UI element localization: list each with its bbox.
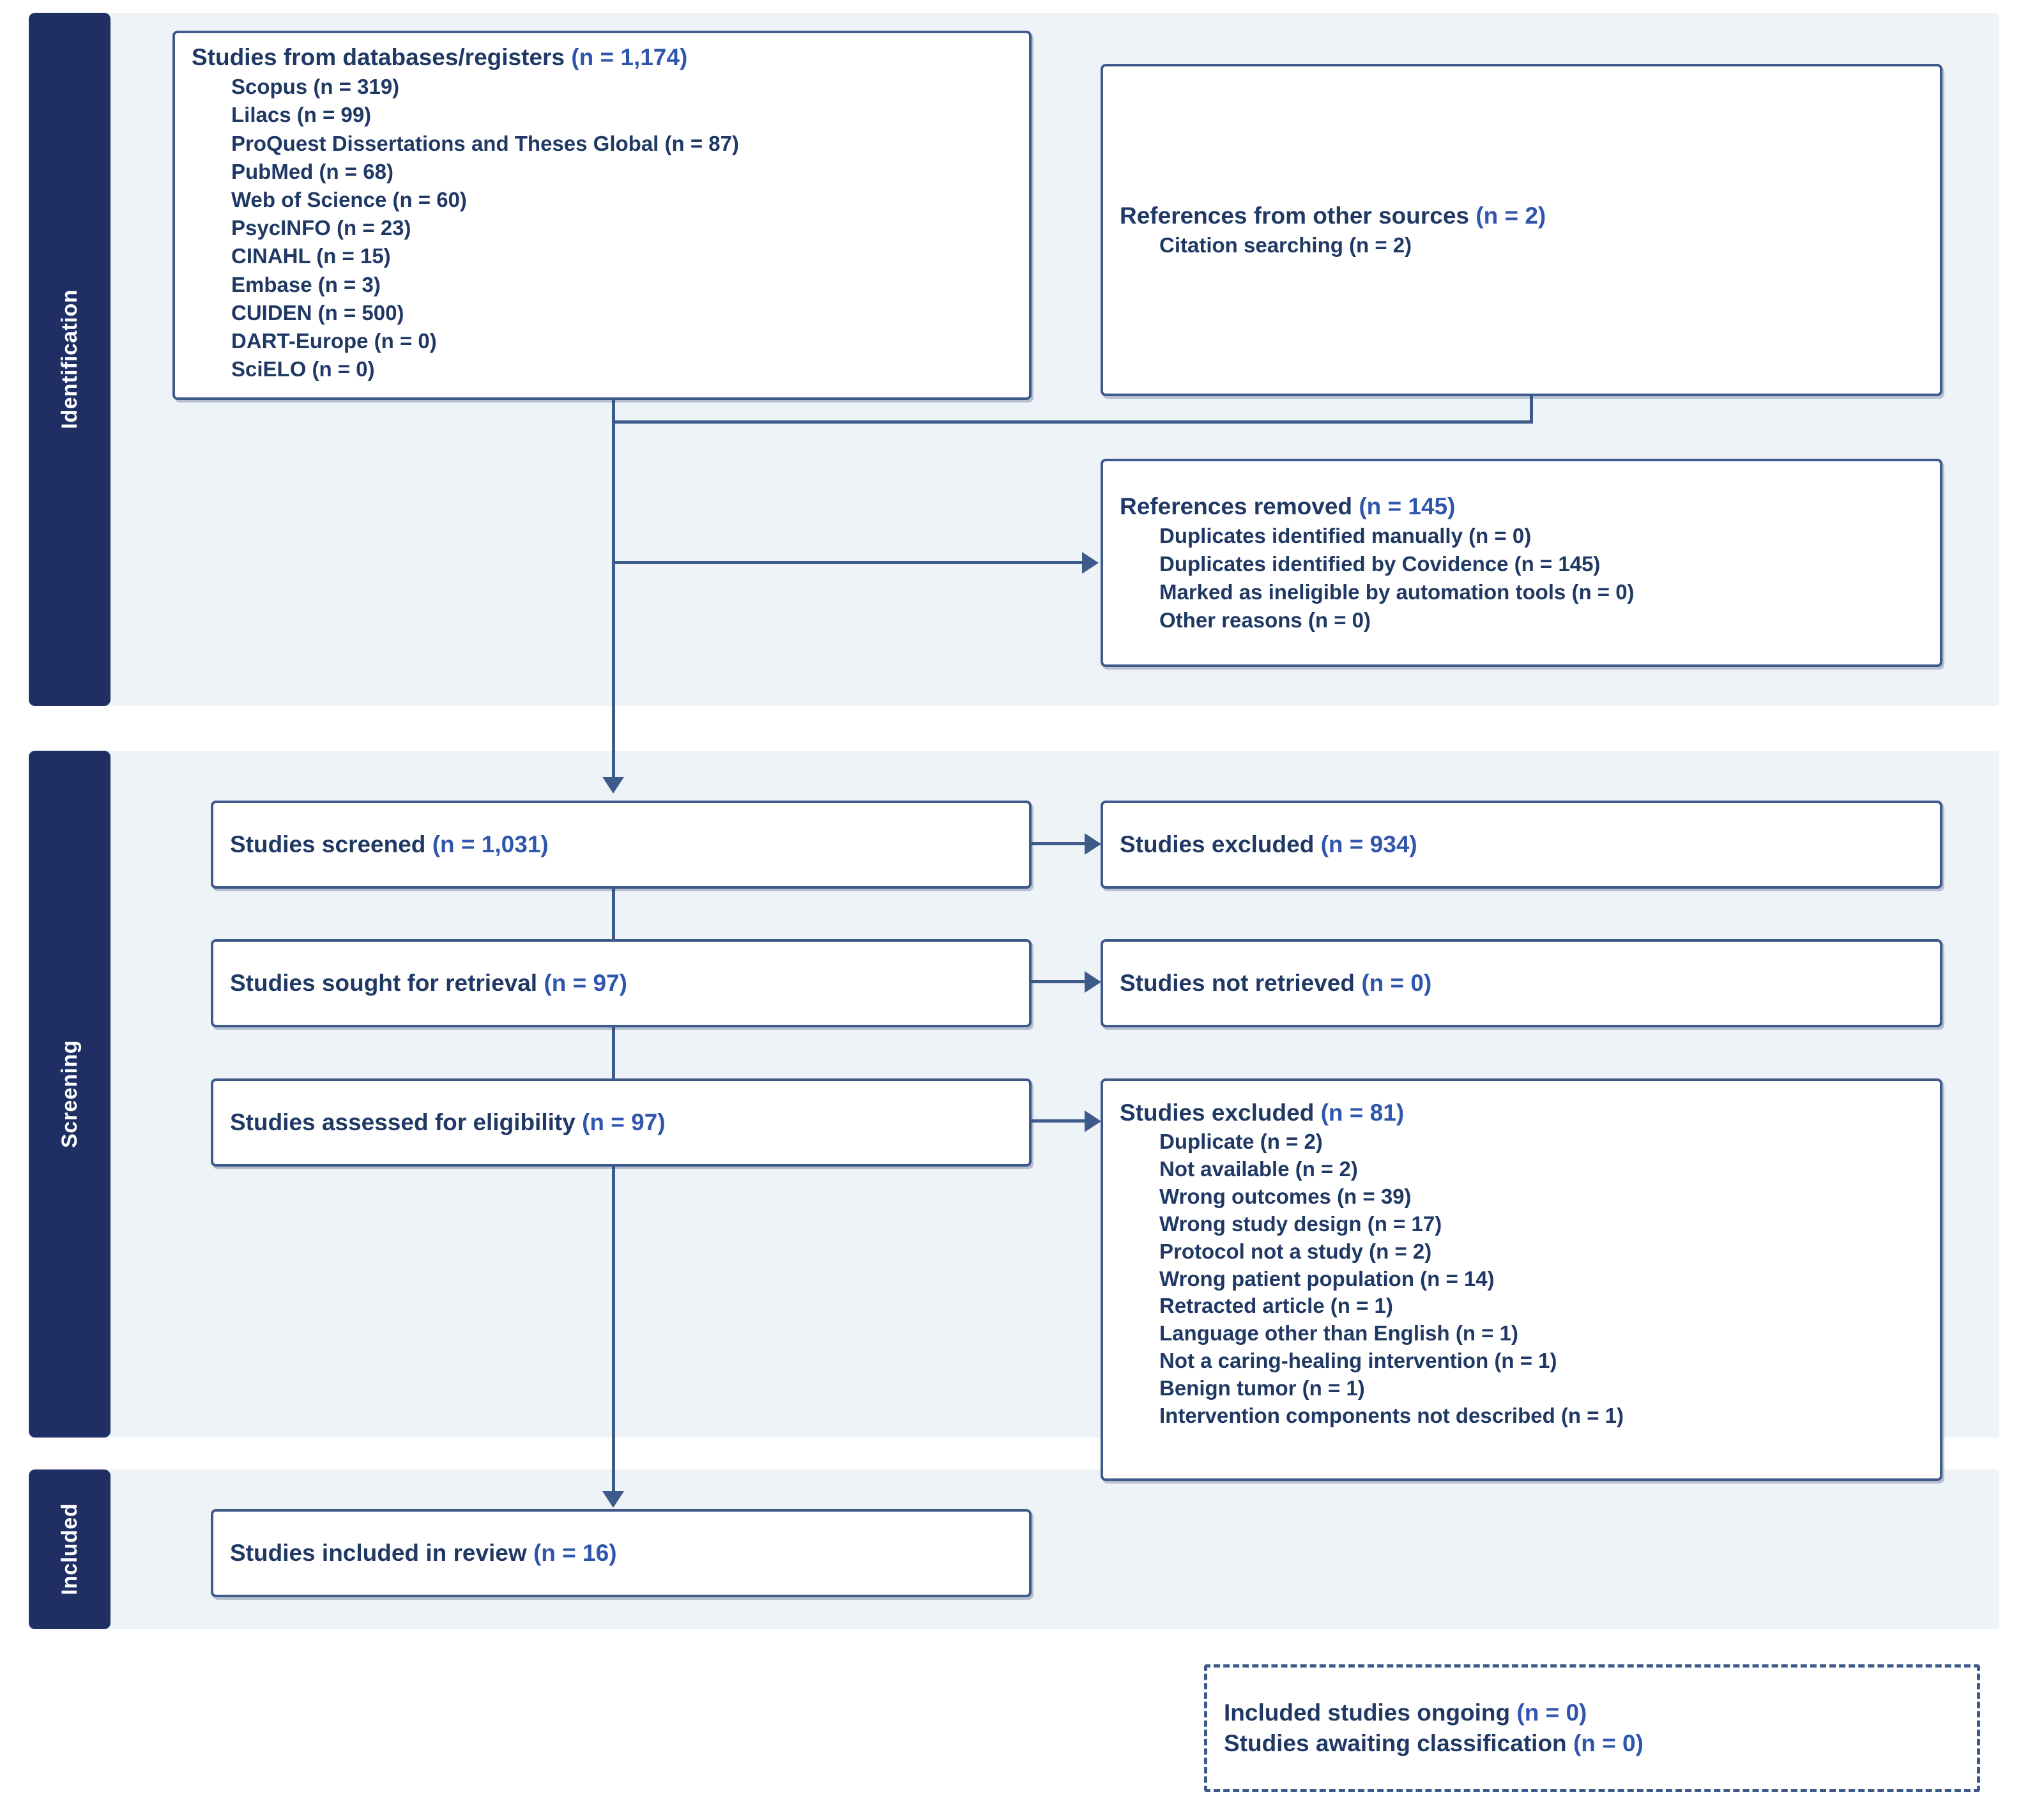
- phase-bar-screening: Screening: [29, 751, 111, 1438]
- list-item: Web of Science (n = 60): [231, 187, 467, 211]
- box-databases-registers: Studies from databases/registers (n = 1,…: [172, 31, 1032, 400]
- box-studies-included-review-header: Studies included in review (n = 16): [230, 1539, 617, 1566]
- phase-bar-identification: Identification: [29, 13, 111, 706]
- list-item: Marked as ineligible by automation tools…: [1159, 580, 1635, 604]
- list-item: SciELO (n = 0): [231, 357, 375, 381]
- box-studies-excluded-eligibility-header: Studies excluded (n = 81): [1120, 1100, 1405, 1126]
- connector-trunk-vertical: [612, 400, 615, 780]
- connector-sought-to-assessed: [612, 1027, 615, 1085]
- list-item: Wrong patient population (n = 14): [1159, 1266, 1495, 1291]
- connector-assessed-to-excluded-arrowhead: [1085, 1110, 1101, 1132]
- box-ongoing-awaiting: Included studies ongoing (n = 0) Studies…: [1204, 1664, 1980, 1792]
- box-other-sources-count: (n = 2): [1476, 202, 1546, 229]
- box-studies-screened-header: Studies screened (n = 1,031): [230, 831, 549, 857]
- phase-label-screening: Screening: [57, 1040, 82, 1148]
- box-studies-not-retrieved-header: Studies not retrieved (n = 0): [1120, 969, 1432, 996]
- connector-screened-to-sought: [612, 888, 615, 942]
- list-item: CINAHL (n = 15): [231, 244, 391, 268]
- box-studies-not-retrieved: Studies not retrieved (n = 0): [1101, 939, 1942, 1027]
- list-item: Benign tumor (n = 1): [1159, 1376, 1365, 1400]
- list-item: Not available (n = 2): [1159, 1156, 1358, 1181]
- list-item: Duplicates identified by Covidence (n = …: [1159, 551, 1601, 576]
- box-studies-included-review: Studies included in review (n = 16): [211, 1509, 1032, 1597]
- connector-screened-to-excluded-arrowhead: [1085, 833, 1101, 855]
- box-studies-sought-header: Studies sought for retrieval (n = 97): [230, 969, 627, 996]
- list-item: Embase (n = 3): [231, 272, 381, 296]
- box-studies-excluded-screening-count: (n = 934): [1320, 831, 1417, 857]
- box-studies-assessed-count: (n = 97): [582, 1108, 666, 1135]
- list-item: Protocol not a study (n = 2): [1159, 1239, 1432, 1263]
- phase-bar-included: Included: [29, 1469, 111, 1629]
- list-item: DART-Europe (n = 0): [231, 329, 437, 353]
- list-item: PubMed (n = 68): [231, 159, 393, 183]
- box-awaiting-line: Studies awaiting classification (n = 0): [1224, 1730, 1644, 1756]
- box-other-sources-header: References from other sources (n = 2): [1120, 202, 1546, 229]
- box-studies-excluded-screening-header: Studies excluded (n = 934): [1120, 831, 1417, 857]
- list-item: Other reasons (n = 0): [1159, 608, 1371, 633]
- connector-other-sources-horizontal: [612, 420, 1533, 424]
- box-ongoing-count: (n = 0): [1516, 1699, 1587, 1726]
- list-item: PsycINFO (n = 23): [231, 216, 411, 240]
- list-item: Citation searching (n = 2): [1159, 233, 1412, 257]
- list-item: Lilacs (n = 99): [231, 103, 372, 127]
- list-item: ProQuest Dissertations and Theses Global…: [231, 131, 739, 155]
- connector-references-removed: [612, 561, 1085, 564]
- box-studies-assessed: Studies assessed for eligibility (n = 97…: [211, 1078, 1032, 1167]
- connector-screened-to-excluded: [1030, 842, 1088, 845]
- box-studies-excluded-eligibility: Studies excluded (n = 81) Duplicate (n =…: [1101, 1078, 1942, 1481]
- connector-trunk-arrowhead: [602, 777, 624, 794]
- list-item: Intervention components not described (n…: [1159, 1404, 1624, 1427]
- connector-assessed-to-excluded: [1030, 1119, 1088, 1123]
- phase-label-identification: Identification: [57, 289, 82, 429]
- box-studies-excluded-eligibility-count: (n = 81): [1320, 1100, 1405, 1126]
- phase-label-included: Included: [57, 1503, 82, 1595]
- box-ongoing-line: Included studies ongoing (n = 0): [1224, 1699, 1587, 1726]
- box-databases-header: Studies from databases/registers (n = 1,…: [192, 44, 688, 70]
- box-studies-screened-count: (n = 1,031): [432, 831, 549, 857]
- list-item: Scopus (n = 319): [231, 75, 400, 99]
- box-studies-screened: Studies screened (n = 1,031): [211, 801, 1032, 889]
- list-item: CUIDEN (n = 500): [231, 300, 404, 325]
- box-references-removed-header: References removed (n = 145): [1120, 493, 1456, 519]
- connector-assessed-to-included: [612, 1167, 615, 1496]
- list-item: Wrong study design (n = 17): [1159, 1211, 1442, 1236]
- box-studies-excluded-screening: Studies excluded (n = 934): [1101, 801, 1942, 889]
- list-item: Duplicates identified manually (n = 0): [1159, 523, 1532, 548]
- box-studies-not-retrieved-count: (n = 0): [1361, 969, 1432, 996]
- connector-assessed-to-included-arrowhead: [602, 1491, 624, 1508]
- box-studies-sought: Studies sought for retrieval (n = 97): [211, 939, 1032, 1027]
- box-studies-included-review-count: (n = 16): [533, 1539, 617, 1566]
- box-awaiting-count: (n = 0): [1573, 1730, 1644, 1756]
- list-item: Duplicate (n = 2): [1159, 1130, 1323, 1154]
- box-studies-sought-count: (n = 97): [544, 969, 627, 996]
- box-references-removed: References removed (n = 145) Duplicates …: [1101, 459, 1942, 667]
- connector-sought-to-not-retrieved-arrowhead: [1085, 971, 1101, 993]
- box-studies-assessed-header: Studies assessed for eligibility (n = 97…: [230, 1108, 666, 1135]
- connector-references-removed-arrowhead: [1082, 552, 1099, 574]
- box-references-removed-count: (n = 145): [1359, 493, 1456, 519]
- list-item: Wrong outcomes (n = 39): [1159, 1184, 1412, 1208]
- list-item: Retracted article (n = 1): [1159, 1294, 1393, 1318]
- box-databases-count: (n = 1,174): [571, 44, 688, 70]
- connector-other-sources-vertical: [1530, 396, 1533, 423]
- box-other-sources: References from other sources (n = 2) Ci…: [1101, 64, 1942, 396]
- list-item: Language other than English (n = 1): [1159, 1321, 1518, 1346]
- connector-sought-to-not-retrieved: [1030, 980, 1088, 983]
- list-item: Not a caring-healing intervention (n = 1…: [1159, 1349, 1557, 1373]
